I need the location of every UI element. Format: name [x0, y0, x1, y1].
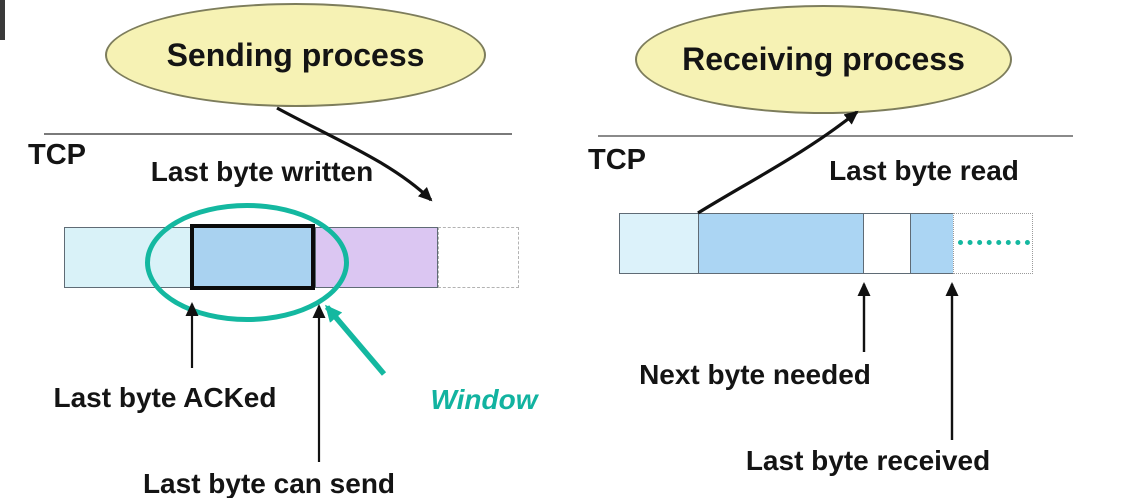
receiver-tcp-divider: [598, 135, 1073, 137]
future-data-dotted-line: [958, 240, 1030, 245]
sender-tcp-divider: [44, 133, 512, 135]
last-byte-read-label: Last byte read: [829, 155, 1019, 186]
sending-process-label: Sending process: [166, 36, 425, 73]
send-buffer-free-segment: [438, 227, 519, 288]
window-pointer-arrow: [324, 304, 387, 376]
window-label: Window: [430, 384, 538, 415]
receiver-tcp-label: TCP: [588, 144, 646, 176]
receiving-process-label: Receiving process: [682, 41, 965, 77]
last-byte-written-label: Last byte written: [150, 156, 374, 187]
receive-buffer-received-segment: [698, 213, 864, 274]
last-byte-can-send-label: Last byte can send: [142, 468, 396, 498]
window-ellipse: [145, 203, 349, 322]
sending-process-ellipse: Sending process: [105, 3, 486, 107]
receive-buffer-read-segment: [619, 213, 699, 274]
last-byte-received-label: Last byte received: [745, 445, 991, 476]
receiving-process-ellipse: Receiving process: [635, 5, 1012, 114]
left-edge-artifact: [0, 0, 5, 40]
sender-tcp-label: TCP: [28, 139, 86, 171]
last-byte-acked-label: Last byte ACKed: [53, 382, 277, 413]
receive-buffer-out-of-order-segment: [910, 213, 954, 274]
next-byte-needed-label: Next byte needed: [639, 359, 871, 390]
receive-buffer-gap-segment: [863, 213, 911, 274]
